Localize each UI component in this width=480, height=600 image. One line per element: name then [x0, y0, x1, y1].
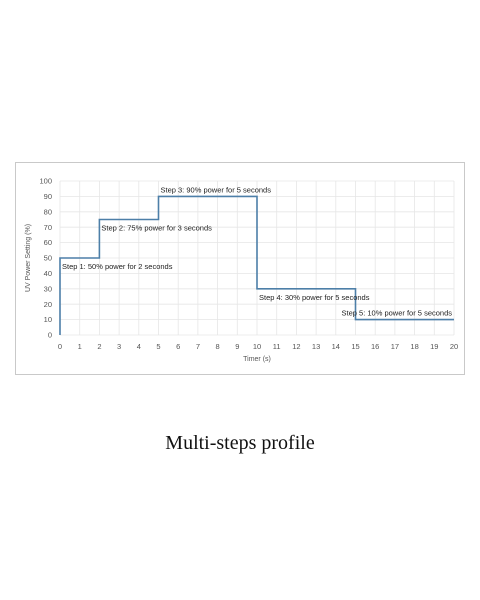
- x-tick-label: 19: [430, 342, 438, 351]
- x-tick-label: 12: [292, 342, 300, 351]
- x-tick-label: 9: [235, 342, 239, 351]
- series: [59, 195, 454, 335]
- y-tick-label: 50: [44, 254, 52, 263]
- x-axis-title: Timer (s): [243, 356, 271, 363]
- y-tick-label: 40: [44, 269, 52, 278]
- y-tick-label: 10: [44, 315, 52, 324]
- x-tick-label: 3: [117, 342, 121, 351]
- step-annotations: Step 1: 50% power for 2 seconds Step 2: 7…: [62, 185, 452, 317]
- y-tick-label: 70: [44, 223, 52, 232]
- y-tick-label: 100: [39, 177, 52, 186]
- x-tick-label: 6: [176, 342, 180, 351]
- y-axis-title: UV Power Setting (%): [25, 224, 32, 292]
- x-tick-label: 0: [58, 342, 62, 351]
- x-tick-label: 5: [156, 342, 160, 351]
- x-tick-label: 16: [371, 342, 379, 351]
- step-annotation: Step 5: 10% power for 5 seconds: [342, 309, 453, 318]
- x-tick-label: 13: [312, 342, 320, 351]
- y-tick-label: 0: [48, 331, 52, 340]
- x-tick-label: 4: [137, 342, 141, 351]
- step-annotation: Step 2: 75% power for 3 seconds: [101, 224, 212, 233]
- step-line: [59, 195, 454, 335]
- x-tick-label: 11: [273, 342, 281, 351]
- figure-caption: Multi-steps profile: [165, 432, 315, 454]
- x-tick-label: 20: [450, 342, 458, 351]
- x-tick-label: 10: [253, 342, 261, 351]
- y-tick-label: 80: [44, 207, 52, 216]
- x-tick-label: 1: [78, 342, 82, 351]
- step-annotation: Step 1: 50% power for 2 seconds: [62, 262, 173, 271]
- y-tick-label: 30: [44, 284, 52, 293]
- step-annotation: Step 4: 30% power for 5 seconds: [259, 293, 370, 302]
- y-tick-labels: 0 10 20 30 40 50 60 70 80 90 100: [39, 177, 52, 340]
- x-tick-label: 15: [351, 342, 359, 351]
- x-tick-label: 7: [196, 342, 200, 351]
- x-tick-label: 2: [97, 342, 101, 351]
- x-tick-label: 17: [391, 342, 399, 351]
- x-tick-label: 14: [332, 342, 340, 351]
- y-tick-label: 20: [44, 300, 52, 309]
- y-tick-label: 90: [44, 192, 52, 201]
- y-tick-label: 60: [44, 238, 52, 247]
- x-tick-label: 18: [410, 342, 418, 351]
- step-annotation: Step 3: 90% power for 5 seconds: [161, 185, 272, 194]
- x-tick-label: 8: [216, 342, 220, 351]
